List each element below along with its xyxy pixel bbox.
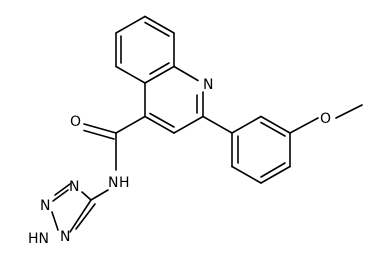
bond [90,189,109,201]
bond [260,121,286,137]
bond [289,117,319,134]
bond [83,129,115,140]
bond [81,191,92,201]
atom-label-n: N [60,229,70,245]
bond [54,183,71,196]
bond [75,203,96,230]
atom-label-o: O [70,114,81,130]
bond [144,115,175,134]
atom-label-n: N [69,179,79,195]
bond [202,115,233,134]
bond [335,104,363,119]
bond [83,123,117,134]
atom-label-n: N [40,198,50,214]
bond [149,62,170,75]
bond [115,15,146,34]
bond [260,115,291,134]
bond [144,15,175,34]
atom-label-n: N [203,77,213,93]
bond [52,189,69,202]
bond [260,162,286,178]
atom-label-h: H [119,175,130,191]
bond [231,165,262,184]
bond [115,115,146,134]
bond [173,115,204,134]
bond [144,65,175,84]
bond [144,21,170,37]
bond [51,211,59,231]
atom-label-hn: HN [28,231,49,247]
bond [260,165,291,184]
atom-label-n: N [108,175,118,191]
bond [115,65,146,84]
bond [149,112,175,128]
bond [69,199,92,233]
bond [231,115,262,134]
bond [173,65,199,82]
atom-label-o: O [320,111,331,127]
